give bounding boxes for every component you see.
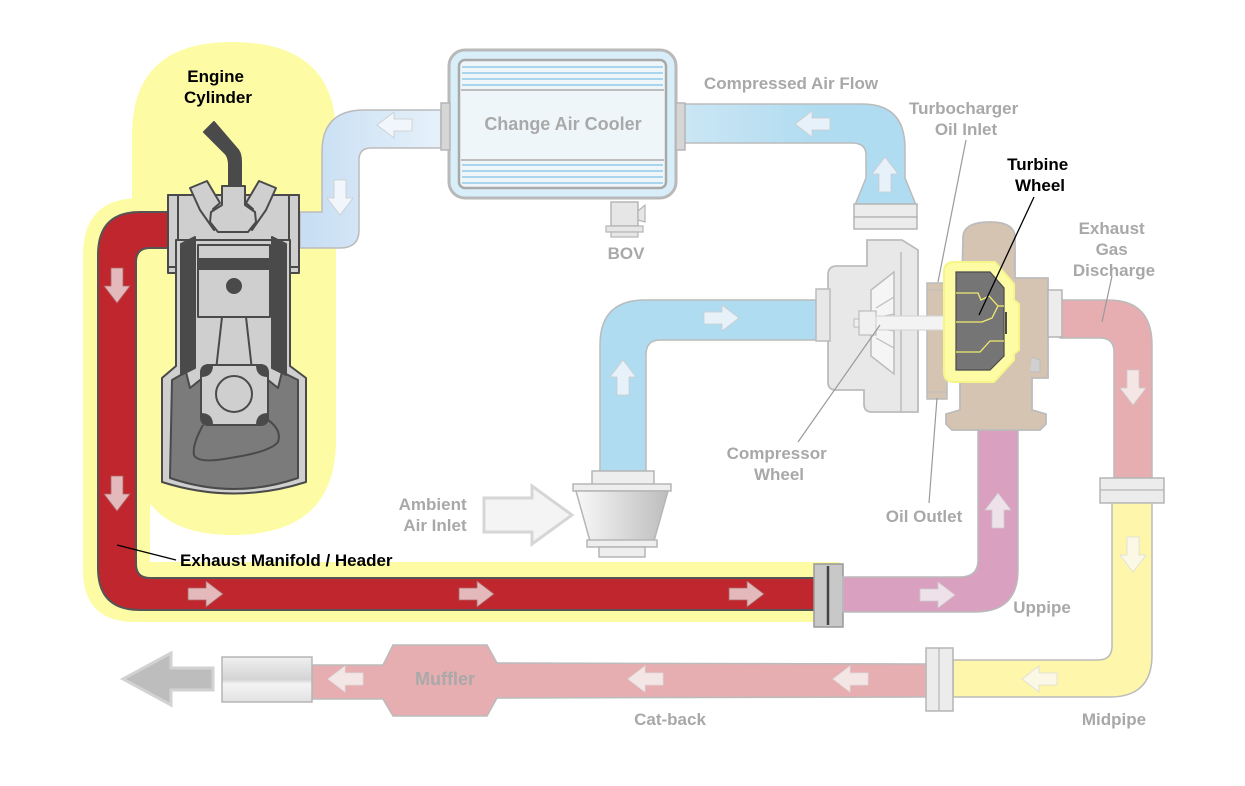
exhaust-discharge-pipe (1059, 299, 1165, 504)
exhaust-flow-arrows (103, 267, 765, 608)
manifold-flange (813, 563, 844, 628)
label-turbo-oil-inlet: Turbocharger Oil Inlet (909, 99, 1023, 139)
arrow-down-icon (1119, 369, 1147, 406)
cooler-fins-top (462, 66, 663, 86)
air-filter (572, 470, 672, 558)
arrow-down-icon (1119, 536, 1147, 573)
midpipe (925, 502, 1153, 712)
arrow-left-icon (327, 665, 364, 693)
arrow-left-icon (1021, 665, 1058, 693)
arrow-left-icon (794, 110, 831, 138)
charge-air-cooler (440, 48, 686, 200)
cooled-air-pipe (299, 109, 442, 249)
ambient-air-arrow-icon (482, 483, 575, 547)
exhaust-out-arrow-icon (119, 650, 215, 708)
crankshaft (215, 375, 253, 413)
label-exhaust-manifold: Exhaust Manifold / Header (180, 551, 393, 570)
label-compressed-air-flow: Compressed Air Flow (704, 74, 879, 93)
compressed-air-pipe (682, 103, 918, 230)
arrow-left-icon (627, 665, 664, 693)
uppipe (842, 429, 1019, 613)
exhaust-tip (221, 656, 313, 703)
crank-counterweight (192, 419, 280, 462)
label-compressor-wheel: Compressor Wheel (727, 444, 832, 484)
label-turbine-wheel: Turbine Wheel (1007, 155, 1073, 195)
arrow-right-icon (458, 580, 495, 608)
arrow-down-icon (103, 267, 131, 304)
label-charge-air-cooler: Change Air Cooler (484, 114, 641, 134)
label-catback: Cat-back (634, 710, 706, 729)
wrist-pin (226, 278, 242, 294)
label-oil-outlet: Oil Outlet (886, 507, 963, 526)
label-ambient-air-inlet: Ambient Air Inlet (399, 495, 472, 535)
arrow-right-icon (703, 304, 740, 332)
arrow-right-icon (728, 580, 765, 608)
leader-lines (116, 139, 1113, 561)
arrow-left-icon (376, 111, 413, 139)
label-muffler: Muffler (415, 669, 475, 689)
turbine-wheel (955, 271, 1005, 371)
bov-valve (605, 201, 646, 238)
catback-pipe (119, 644, 927, 717)
arrow-left-icon (832, 665, 869, 693)
turbocharger (815, 221, 1063, 431)
arrow-right-icon (919, 581, 956, 609)
turbo-shaft (875, 315, 947, 331)
arrow-up-icon (871, 156, 899, 193)
engine-cylinder (161, 121, 307, 495)
label-midpipe: Midpipe (1082, 710, 1146, 729)
label-engine-cylinder: Engine Cylinder (184, 67, 252, 107)
connecting-rod (215, 316, 253, 371)
label-uppipe: Uppipe (1013, 598, 1071, 617)
arrow-right-icon (187, 580, 224, 608)
label-bov: BOV (608, 244, 646, 263)
arrow-up-icon (984, 492, 1012, 529)
label-exhaust-gas-discharge: Exhaust Gas Discharge (1073, 219, 1155, 280)
arrow-down-icon (103, 475, 131, 512)
arrow-down-icon (326, 179, 354, 216)
arrow-up-icon (609, 359, 637, 396)
cooler-fins-bottom (462, 164, 663, 184)
